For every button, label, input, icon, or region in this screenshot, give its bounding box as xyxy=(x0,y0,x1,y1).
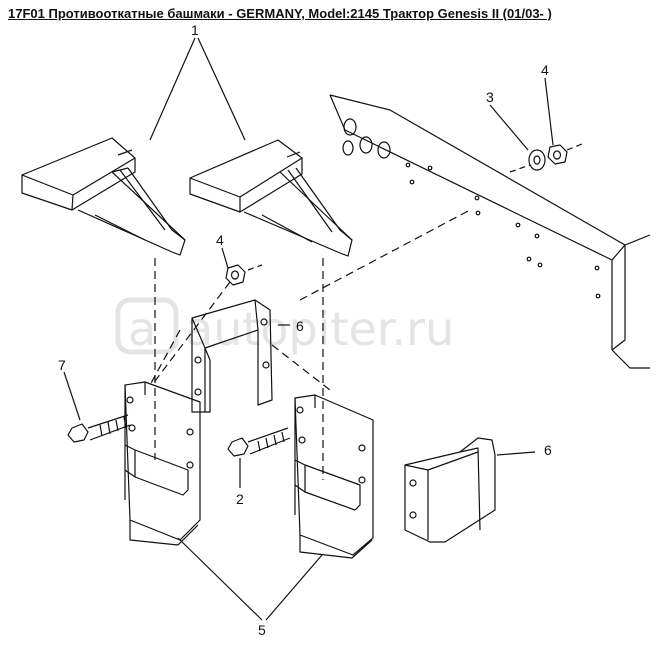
assembly-lines xyxy=(149,209,471,480)
nut-part-4-center xyxy=(225,264,246,286)
wheel-chock-right xyxy=(189,139,353,257)
watermark-logo: a xyxy=(115,297,179,356)
callout-1: 1 xyxy=(191,22,199,38)
watermark-text: autopiter.ru xyxy=(185,302,454,356)
callout-3: 3 xyxy=(486,89,494,105)
holder-part-5-left xyxy=(124,381,201,546)
callout-2: 2 xyxy=(236,491,244,507)
bracket-part-6-center xyxy=(191,299,273,413)
callout-4-center: 4 xyxy=(216,232,224,248)
washer-part-3 xyxy=(528,149,546,171)
callout-7: 7 xyxy=(58,357,66,373)
bracket-part-6-right xyxy=(404,437,496,543)
frame-rail xyxy=(329,94,651,369)
holder-part-5-right xyxy=(294,394,374,559)
bolt-part-2 xyxy=(227,427,291,457)
watermark-letter: a xyxy=(128,302,156,356)
nut-part-4-top xyxy=(547,144,568,165)
callout-6-center: 6 xyxy=(296,318,304,334)
callout-6-right: 6 xyxy=(544,442,552,458)
bolt-part-7 xyxy=(67,414,131,443)
wheel-chock-left xyxy=(21,137,186,256)
page-title: 17F01 Противооткатные башмаки - GERMANY,… xyxy=(8,6,552,21)
callout-5: 5 xyxy=(258,622,266,638)
callout-4-top: 4 xyxy=(541,62,549,78)
